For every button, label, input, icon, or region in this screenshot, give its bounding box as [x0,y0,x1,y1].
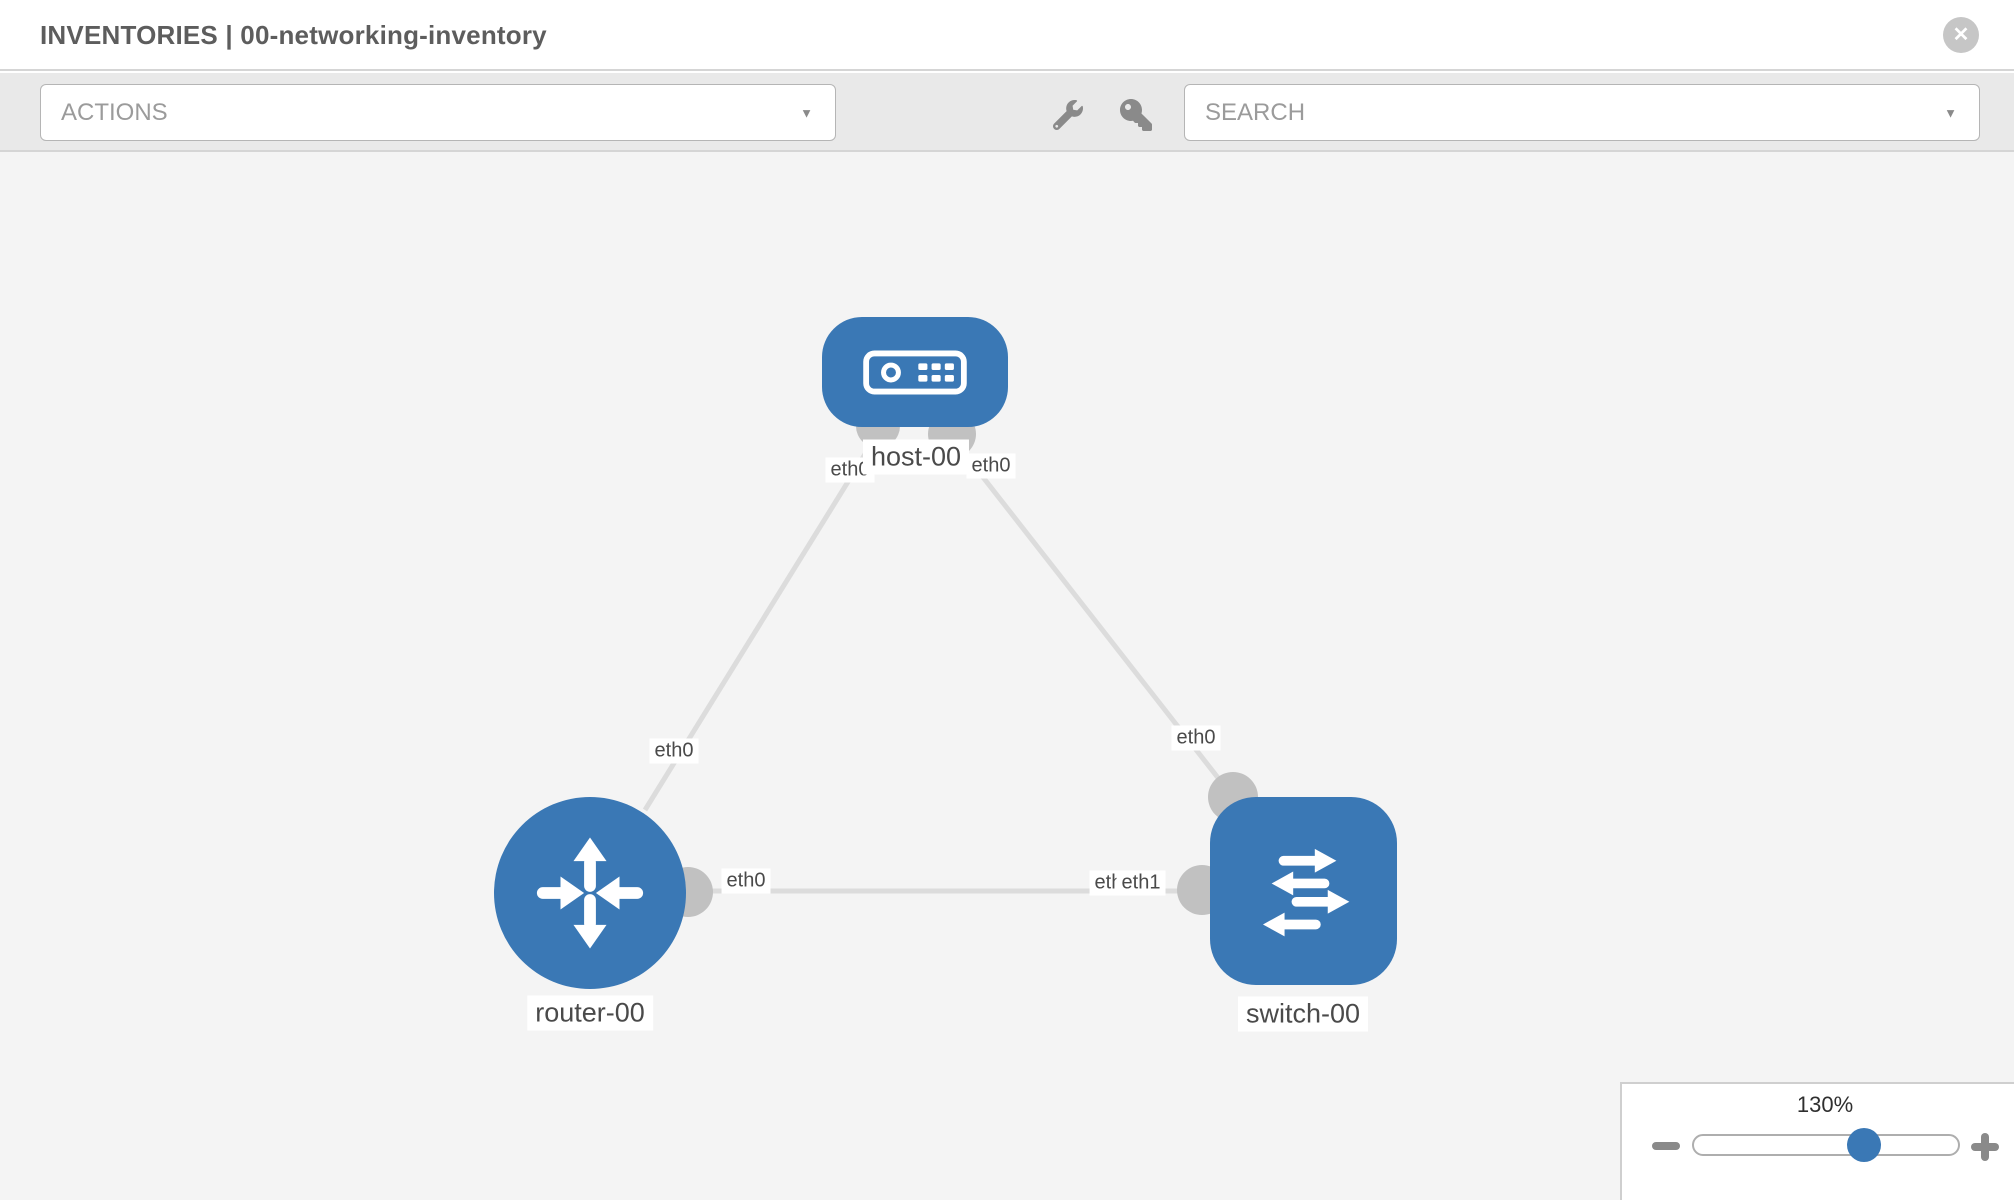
interface-label: eth0 [966,453,1016,479]
node-router-00[interactable] [494,797,686,989]
actions-dropdown[interactable]: ACTIONS ▼ [40,84,836,141]
zoom-level: 130% [1796,1092,1854,1117]
zoom-in-button[interactable] [1971,1133,2001,1161]
node-host-00[interactable] [822,317,1008,427]
interface-label: eth1 [1116,870,1166,896]
chevron-down-icon: ▼ [800,105,813,120]
zoom-slider-track[interactable] [1692,1134,1960,1156]
page-header: INVENTORIES | 00-networking-inventory ✕ [0,0,2014,71]
switch-icon [1262,848,1349,937]
close-button[interactable]: ✕ [1943,17,1979,53]
node-label: host-00 [862,439,970,475]
search-dropdown[interactable]: SEARCH ▼ [1184,84,1980,141]
node-label: switch-00 [1237,996,1369,1032]
node-switch-00[interactable] [1210,797,1397,985]
key-button[interactable] [1114,95,1158,135]
toolbar: ACTIONS ▼ SEARCH ▼ [0,73,2014,152]
configure-button[interactable] [1046,95,1090,135]
search-dropdown-label: SEARCH [1205,98,1306,126]
interface-label: eth0 [1171,725,1221,751]
interface-label: eth0 [721,868,771,894]
page-title: INVENTORIES | 00-networking-inventory [40,20,547,50]
actions-dropdown-label: ACTIONS [61,98,168,126]
wrench-icon [1053,100,1083,130]
router-icon [536,837,644,949]
node-label: router-00 [527,995,653,1031]
topology-canvas[interactable]: eth0 eth0 eth0 eth0 eth0 eth0 eth1 host-… [0,152,2014,1200]
close-icon: ✕ [1952,24,1970,46]
interface-label: eth0 [649,738,699,764]
topology-edges [642,404,1258,917]
chevron-down-icon: ▼ [1944,105,1957,120]
zoom-slider-handle[interactable] [1847,1128,1881,1162]
key-icon [1120,99,1152,131]
zoom-out-button[interactable] [1652,1135,1682,1157]
zoom-panel: 130% [1620,1082,2014,1200]
host-icon [863,350,967,394]
